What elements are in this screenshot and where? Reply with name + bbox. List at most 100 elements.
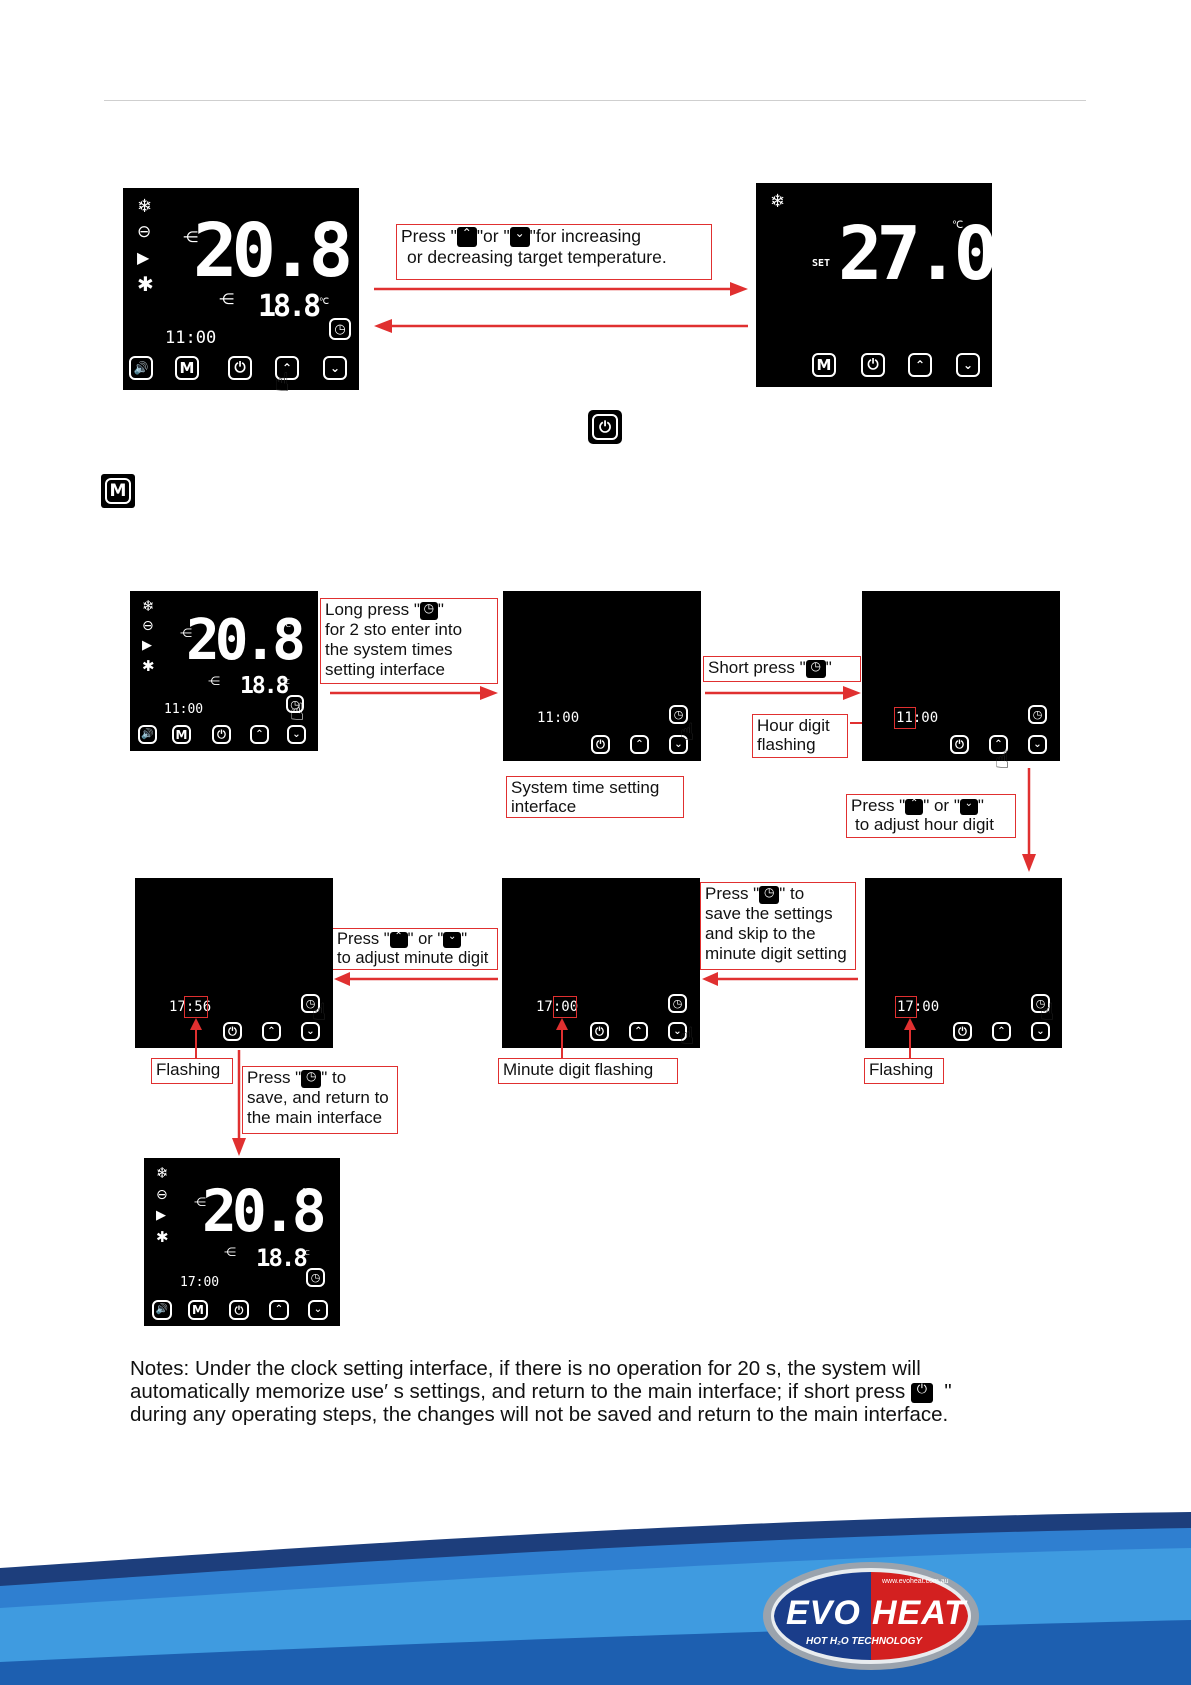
footer-wave	[0, 1512, 1191, 1685]
power-button[interactable]: ⏻	[229, 1300, 249, 1320]
clock-button[interactable]: ◷	[329, 318, 351, 340]
save-return-note: Press "◷" to save, and return to the mai…	[242, 1066, 398, 1134]
up-button[interactable]: ⌃	[989, 735, 1008, 754]
clock-step6-panel: 17:56 ◷ ⏻ ⌃ ⌄	[135, 878, 333, 1048]
adjust-hour-note: Press "⌃" or "⌄" to adjust hour digit	[846, 794, 1016, 838]
sub-temp-unit: ℃	[319, 297, 330, 307]
asterisk-icon: ✱	[137, 272, 154, 296]
power-button[interactable]: ⏻	[861, 353, 885, 377]
clock-step3-panel: 11:00 ◷ ⏻ ⌃ ⌄	[862, 591, 1060, 761]
arrow-right	[330, 686, 498, 700]
clock-time: 11:00	[165, 328, 217, 348]
clock-button[interactable]: ◷	[306, 1268, 325, 1287]
pointing-hand-icon: ☝	[680, 1022, 695, 1050]
mode-button[interactable]: M	[172, 725, 191, 744]
sub-temperature: 18.8	[258, 289, 321, 324]
pointing-hand-icon: ☝	[312, 998, 327, 1026]
clock-time: 17:56	[169, 999, 212, 1015]
up-arrow-mini-icon: ⌃	[389, 931, 408, 948]
hour-highlight-box	[895, 996, 917, 1018]
up-button[interactable]: ⌃	[262, 1022, 281, 1041]
up-button[interactable]: ⌃	[250, 725, 269, 744]
sound-button[interactable]: 🔊	[129, 356, 153, 380]
outlet-icon: ⋲	[219, 290, 234, 308]
up-button[interactable]: ⌃	[275, 356, 299, 380]
power-button[interactable]: ⏻	[228, 356, 252, 380]
arrow-right	[705, 686, 861, 700]
pointing-hand-icon: ☝	[680, 718, 695, 746]
up-button[interactable]: ⌃	[269, 1300, 289, 1320]
down-button[interactable]: ⌄	[956, 353, 980, 377]
notes-paragraph: Notes: Under the clock setting interface…	[130, 1357, 952, 1426]
down-button[interactable]: ⌄	[1028, 735, 1047, 754]
set-temp-unit: ℃	[952, 220, 964, 231]
power-button[interactable]: ⏻	[212, 725, 231, 744]
clock-button[interactable]: ◷	[1028, 705, 1047, 724]
clock-mini-icon: ◷	[301, 1069, 322, 1088]
play-circle-icon: ▶	[142, 638, 152, 653]
minute-highlight-box	[553, 996, 577, 1018]
logo-brand-left: EVO	[786, 1594, 861, 1632]
inlet-icon: ⋲	[194, 1195, 206, 1209]
play-circle-icon: ▶	[156, 1208, 166, 1223]
flashing-caption-step4: Flashing	[864, 1058, 944, 1084]
power-button[interactable]: ⏻	[223, 1022, 242, 1041]
down-button[interactable]: ⌄	[301, 1022, 320, 1041]
short-press-note: Short press "◷"	[703, 656, 861, 682]
adjust-minute-note: Press "⌃" or "⌄" to adjust minute digit	[332, 928, 498, 970]
minute-highlight-box	[184, 996, 208, 1018]
play-circle-icon: ▶	[137, 248, 150, 267]
up-button[interactable]: ⌃	[629, 1022, 648, 1041]
mode-button[interactable]: M	[175, 356, 199, 380]
main-temperature: 20.8	[186, 608, 306, 673]
power-button[interactable]: ⏻	[950, 735, 969, 754]
temp-unit: ℃	[319, 223, 331, 234]
up-button[interactable]: ⌃	[992, 1022, 1011, 1041]
snowflake-icon: ❄	[137, 196, 153, 217]
arrow-left	[702, 972, 858, 986]
clock-button[interactable]: ◷	[286, 695, 304, 713]
mode-button[interactable]: M	[812, 353, 836, 377]
power-button[interactable]: ⏻	[590, 1022, 609, 1041]
clock-mini-icon: ◷	[759, 885, 780, 904]
main-temperature: 20.8	[202, 1177, 327, 1245]
sound-button[interactable]: 🔊	[138, 725, 157, 744]
pointing-hand-icon: ☝	[995, 746, 1010, 774]
power-mini-icon: ⏻	[910, 1382, 933, 1403]
clock-time: 11:00	[537, 710, 580, 726]
final-display-panel: ❄ ⊖ ▶ ✱ ⋲ 20.8 ℃ ⋲ 18.8 ℃ 17:00 ◷ 🔊 M ⏻ …	[144, 1158, 340, 1326]
temp-unit: ℃	[282, 620, 291, 629]
clock-button[interactable]: ◷	[669, 705, 688, 724]
main-display-panel: ❄ ⊖ ▶ ✱ ⋲ 20.8 ℃ ⋲ 18.8 ℃ 11:00 ◷ 🔊 M ⏻ …	[123, 188, 359, 390]
snowflake-icon: ❄	[770, 191, 786, 212]
down-button[interactable]: ⌄	[323, 356, 347, 380]
arrow-left	[374, 319, 748, 333]
sound-button[interactable]: 🔊	[152, 1300, 172, 1320]
minus-circle-icon: ⊖	[142, 618, 154, 634]
clock-button[interactable]: ◷	[301, 994, 320, 1013]
down-button[interactable]: ⌄	[1031, 1022, 1050, 1041]
minus-circle-icon: ⊖	[156, 1187, 168, 1203]
up-button[interactable]: ⌃	[630, 735, 649, 754]
power-button[interactable]: ⏻	[591, 735, 610, 754]
down-button[interactable]: ⌄	[669, 735, 688, 754]
down-button[interactable]: ⌄	[668, 1022, 687, 1041]
flashing-caption-step6: Flashing	[151, 1058, 233, 1084]
clock-time: 17:00	[897, 999, 940, 1015]
power-button[interactable]: ⏻	[953, 1022, 972, 1041]
clock-step1-panel: ❄ ⊖ ▶ ✱ ⋲ 20.8 ℃ ⋲ 18.8 ℃ 11:00 ◷ 🔊 M ⏻ …	[130, 591, 318, 751]
outlet-icon: ⋲	[208, 674, 220, 688]
mode-icon: M	[101, 474, 135, 508]
clock-time: 17:00	[180, 1275, 220, 1290]
mode-button[interactable]: M	[188, 1300, 208, 1320]
long-press-note: Long press "◷" for 2 sto enter into the …	[320, 598, 498, 684]
save-skip-note: Press "◷" to save the settings and skip …	[700, 882, 856, 970]
down-button[interactable]: ⌄	[308, 1300, 328, 1320]
up-arrow-mini-icon: ⌃	[456, 227, 477, 248]
up-button[interactable]: ⌃	[908, 353, 932, 377]
down-button[interactable]: ⌄	[287, 725, 306, 744]
clock-time: 11:00	[896, 710, 939, 726]
clock-button[interactable]: ◷	[668, 994, 687, 1013]
clock-button[interactable]: ◷	[1031, 994, 1050, 1013]
